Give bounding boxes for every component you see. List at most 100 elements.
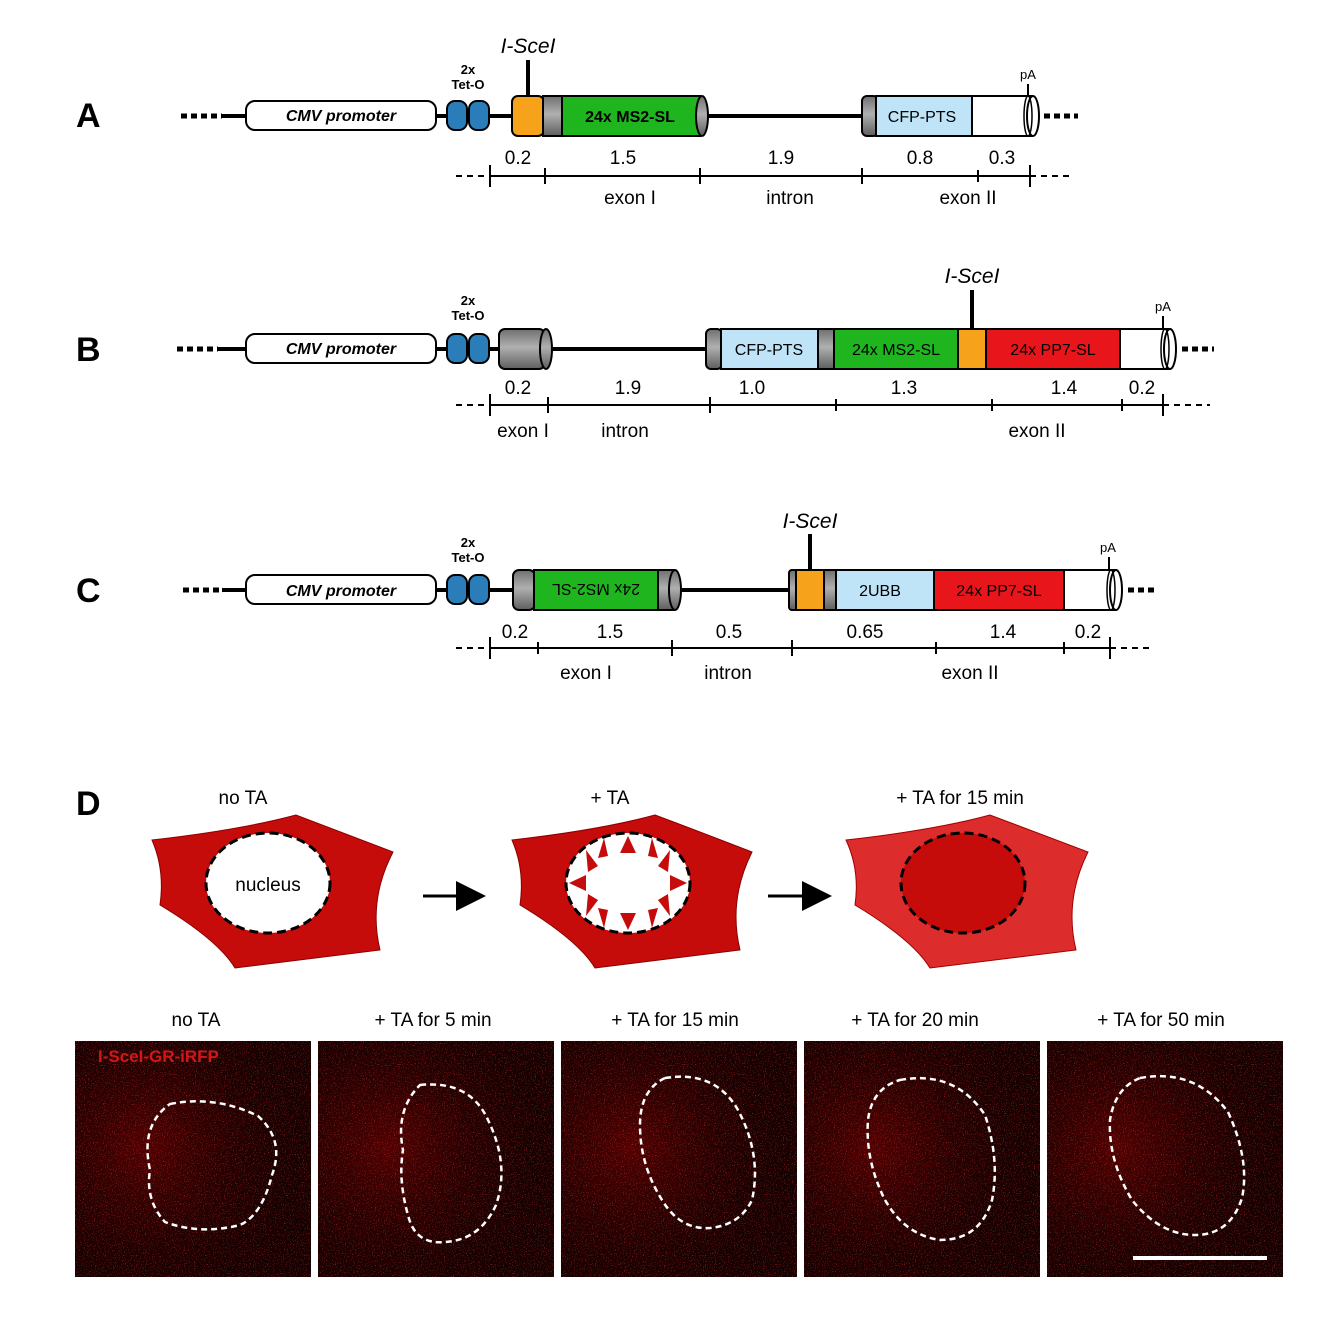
micrograph-noise <box>318 1041 554 1277</box>
cmv-promoter-label: CMV promoter <box>286 108 397 125</box>
pa-label: pA <box>1100 540 1116 555</box>
length-label: 0.2 <box>505 378 531 399</box>
utr-box <box>971 95 1033 137</box>
teto-site-1 <box>446 574 468 605</box>
cell-title: no TA <box>219 788 268 809</box>
length-label: 0.2 <box>1129 378 1155 399</box>
import-arrow <box>670 875 687 891</box>
cell-diagram-ta-15min: + TA for 15 min <box>845 788 1089 969</box>
length-label: 0.2 <box>1075 622 1101 643</box>
import-arrow <box>658 894 670 916</box>
exon1-gray <box>498 328 546 370</box>
pa-label: pA <box>1020 67 1036 82</box>
cfp-label: CFP-PTS <box>735 342 803 359</box>
region-intron: intron <box>766 188 814 209</box>
cylinder-end <box>1026 95 1040 137</box>
length-label: 0.2 <box>502 622 528 643</box>
teto-label-count: 2x <box>461 535 476 550</box>
panel-letter-a: A <box>76 97 101 135</box>
teto-site-2 <box>468 100 490 131</box>
import-arrow <box>586 850 598 872</box>
import-arrow <box>569 875 586 891</box>
ms2-box <box>833 328 959 370</box>
import-arrow <box>658 850 670 872</box>
teto-label: Tet-O <box>452 308 485 323</box>
micrograph-panel: I-SceI-GR-iRFP <box>75 1041 311 1277</box>
gray-spacer <box>542 95 564 137</box>
panel-c: C CMV promoter 2x Tet-O 24x MS2-SL I-Sce… <box>76 510 1158 684</box>
panel-letter-c: C <box>76 572 101 610</box>
teto-label: Tet-O <box>452 77 485 92</box>
panel-b: B CMV promoter 2x Tet-O CFP-PTS 24x MS2-… <box>76 265 1214 442</box>
pa-label: pA <box>1155 299 1171 314</box>
cell-diagram-plus-ta: + TA <box>511 788 753 969</box>
cmv-promoter-label: CMV promoter <box>286 583 397 600</box>
nucleus-outline <box>638 1075 757 1230</box>
ms2-label: 24x MS2-SL <box>585 109 675 126</box>
nucleus-outline <box>866 1076 996 1242</box>
isce1-label: I-SceI <box>945 265 1000 288</box>
cmv-promoter-label: CMV promoter <box>286 341 397 358</box>
region-exon2: exon II <box>939 188 996 209</box>
pp7-label: 24x PP7-SL <box>956 583 1041 600</box>
micrograph-noise <box>561 1041 797 1277</box>
micrograph-title: no TA <box>172 1010 221 1031</box>
micrograph-overlay-label: I-SceI-GR-iRFP <box>98 1047 219 1066</box>
panel-a: A CMV promoter 2x Tet-O 24x MS2-SL I-Sce… <box>76 35 1078 209</box>
ms2-label: 24x MS2-SL <box>852 342 940 359</box>
length-label: 1.9 <box>768 148 794 169</box>
micrograph-noise <box>804 1041 1040 1277</box>
micrograph-panel <box>1047 1041 1283 1277</box>
isce1-label: I-SceI <box>783 510 838 533</box>
length-label: 0.2 <box>505 148 531 169</box>
panel-letter-b: B <box>76 331 101 369</box>
ubb-box <box>835 569 935 611</box>
import-arrow <box>648 838 658 858</box>
gray-spacer <box>512 569 536 611</box>
ms2-box <box>533 569 659 611</box>
length-label: 0.8 <box>907 148 933 169</box>
pp7-box <box>985 328 1121 370</box>
region-exon2: exon II <box>941 663 998 684</box>
length-label: 1.0 <box>739 378 765 399</box>
cylinder-end <box>1163 328 1177 370</box>
nucleus-outline <box>399 1083 503 1244</box>
isce1-label: I-SceI <box>501 35 556 58</box>
teto-label-count: 2x <box>461 62 476 77</box>
panel-d: D no TA nucleus + TA <box>75 785 1283 1277</box>
length-label: 1.4 <box>990 622 1017 643</box>
micrograph-panel <box>804 1041 1040 1277</box>
isce1-site-segment <box>957 328 987 370</box>
micrograph-row: no TA + TA for 5 min + TA for 15 min + T… <box>75 1010 1283 1277</box>
gray-spacer <box>705 328 723 370</box>
length-label: 0.65 <box>847 622 884 643</box>
nucleus <box>564 831 692 935</box>
ubb-label: 2UBB <box>859 583 901 600</box>
cylinder-end <box>668 569 682 611</box>
import-arrow <box>620 913 636 930</box>
teto-site-2 <box>468 574 490 605</box>
length-label: 1.4 <box>1051 378 1078 399</box>
micrograph-title: + TA for 5 min <box>374 1010 491 1031</box>
cfp-box <box>875 95 973 137</box>
teto-label-count: 2x <box>461 293 476 308</box>
length-label: 1.3 <box>891 378 917 399</box>
length-label: 0.3 <box>989 148 1015 169</box>
nucleus <box>899 831 1027 935</box>
nucleus-outline <box>1108 1074 1246 1237</box>
length-label: 1.5 <box>610 148 636 169</box>
import-arrows <box>569 836 687 930</box>
panel-letter-d: D <box>76 785 101 823</box>
import-arrow <box>586 894 598 916</box>
ms2-label-reversed: 24x MS2-SL <box>552 580 640 597</box>
length-label: 0.5 <box>716 622 742 643</box>
region-intron: intron <box>601 421 649 442</box>
nucleus-label: nucleus <box>235 875 301 896</box>
micrograph-panel <box>318 1041 554 1277</box>
length-label: 1.9 <box>615 378 641 399</box>
teto-label: Tet-O <box>452 550 485 565</box>
isce1-site-segment <box>511 95 545 137</box>
import-arrow <box>648 908 658 928</box>
cell-title: + TA <box>591 788 630 809</box>
